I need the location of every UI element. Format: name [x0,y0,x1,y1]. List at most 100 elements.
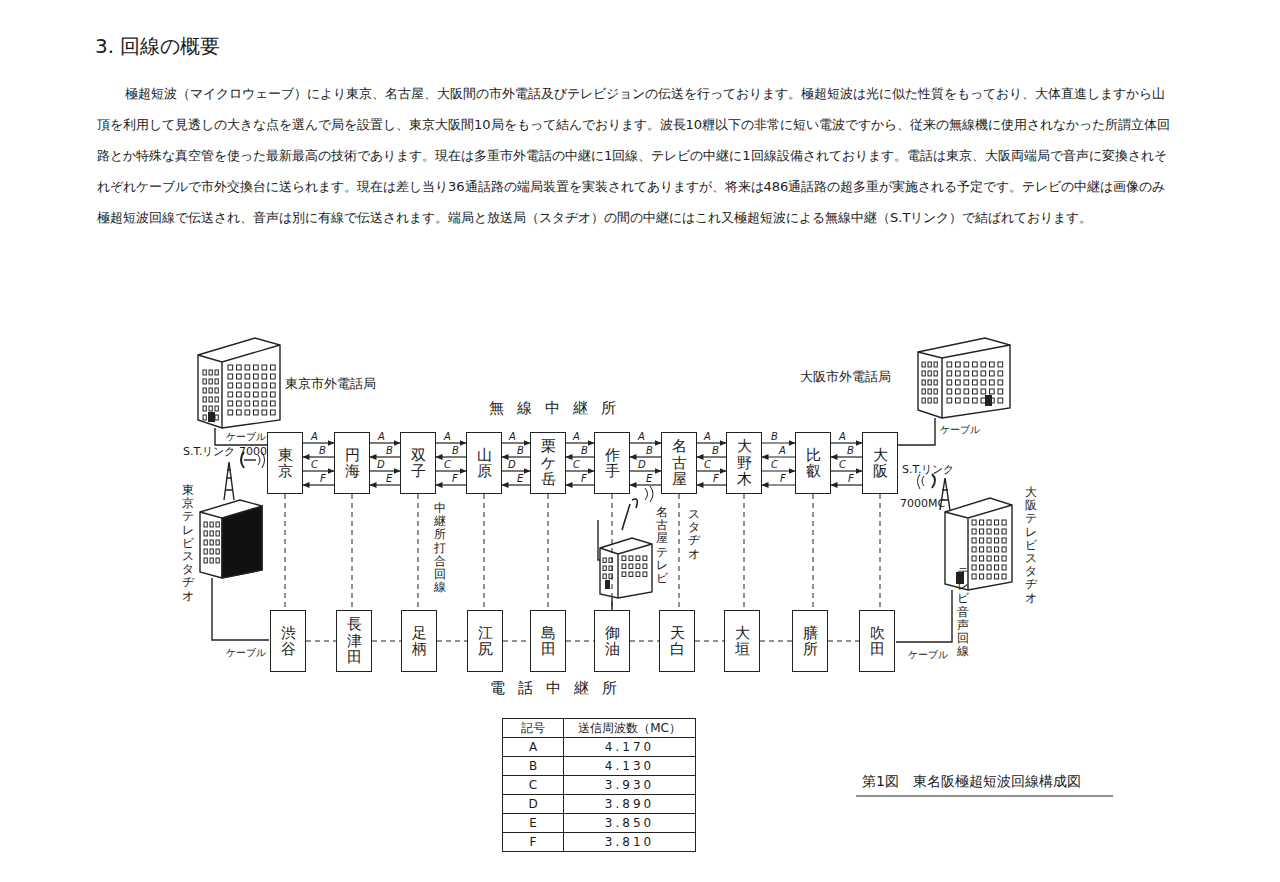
table-cell: 3.850 [563,813,696,833]
table-cell: 4.170 [563,737,696,757]
dashed-link [612,494,613,610]
signal-arrow [436,442,466,443]
dashed-link [760,641,792,642]
frequency-symbol: A [637,432,646,442]
table-cell: D [502,794,564,814]
signal-arrow [436,484,466,485]
table-cell: B [502,756,564,776]
frequency-symbol: A [703,432,712,442]
table-text: 3.930 [605,778,654,792]
dashed-link [372,641,401,642]
station-name: 膳所 [803,625,818,658]
frequency-symbol: A [443,432,452,442]
signal-arrow [370,484,400,485]
frequency-symbol: B [645,446,654,456]
radio-relay-station: 東京 [267,432,303,494]
frequency-symbol: E [385,474,393,484]
table-text: 4.170 [605,740,654,754]
frequency-symbol: B [516,446,525,456]
diagram-label: ケーブル [940,423,980,437]
telephone-relay-station: 長津田 [336,610,372,672]
frequency-symbol: C [572,460,581,470]
frequency-symbol: E [516,474,524,484]
radio-relay-station: 大野木 [726,432,762,494]
diagram-label: 東京市外電話局 [285,375,376,393]
table-text: 3.810 [605,835,654,849]
frequency-symbol: B [846,446,855,456]
frequency-symbol: B [711,446,720,456]
station-name: 足柄 [412,625,427,658]
telephone-relay-station: 御油 [594,610,630,672]
dashed-link [418,494,419,610]
table-text: 3.890 [605,797,654,811]
station-name: 大垣 [735,625,750,658]
frequency-symbol: A [778,446,787,456]
dashed-link [306,641,336,642]
radio-relay-station: 名古屋 [661,432,697,494]
signal-arrow [370,470,400,471]
table-text: 送信周波数（MC） [578,720,681,737]
frequency-symbol: E [645,474,653,484]
vertical-text: 大阪テレビスタヂオ [1025,486,1037,605]
signal-arrow [697,484,726,485]
frequency-symbol: C [310,460,319,470]
diagram-label: 大阪市外電話局 [800,368,891,386]
dashed-link [744,494,745,610]
station-name: 大野木 [737,438,752,488]
frequency-symbol: A [377,432,386,442]
dashed-link [630,641,659,642]
frequency-symbol: D [376,460,386,470]
figure-caption: 第1図 東名阪極超短波回線構成図 [862,773,1081,791]
station-name: 天白 [670,625,685,658]
table-cell: E [502,813,564,833]
vertical-text: スタヂオ [688,508,700,561]
frequency-symbol: C [838,460,847,470]
table-cell: 3.930 [563,775,696,795]
signal-arrow [697,442,726,443]
section-title: 3. 回線の概要 [95,33,220,60]
signal-arrow [630,484,661,485]
station-name: 双子 [411,447,426,480]
frequency-symbol: F [847,474,855,484]
table-text: A [529,740,537,754]
station-name: 比叡 [806,447,821,480]
diagram-label: S.T.リンク [902,462,954,477]
station-name: 長津田 [347,616,362,666]
dashed-link [679,494,680,610]
signal-arrow [303,456,334,457]
signal-arrow [303,442,334,443]
vertical-text: テレビ音声回線 [957,566,969,658]
dashed-link [880,494,881,610]
signal-arrow [566,442,594,443]
frequency-symbol: C [703,460,712,470]
frequency-symbol: C [770,460,779,470]
signal-arrow [566,456,594,457]
frequency-symbol: A [572,432,581,442]
frequency-symbol: F [451,474,459,484]
station-name: 栗ケ岳 [541,438,556,488]
signal-arrow [762,470,795,471]
station-name: 島田 [541,625,556,658]
station-name: 東京 [278,447,293,480]
table-text: 4.130 [605,759,654,773]
frequency-symbol: F [779,474,787,484]
signal-arrow [762,456,795,457]
signal-arrow [630,456,661,457]
telephone-relay-station: 吹田 [859,610,895,672]
station-name: 江尻 [478,625,493,658]
signal-arrow [831,442,862,443]
table-text: 3.850 [605,816,654,830]
signal-arrow [697,456,726,457]
station-name: 大阪 [873,447,888,480]
signal-arrow [697,470,726,471]
telephone-relay-station: 膳所 [792,610,828,672]
signal-arrow [762,442,795,443]
station-name: 名古屋 [672,438,687,488]
signal-arrow [502,470,530,471]
frequency-symbol: F [319,474,327,484]
diagram-label: 電話中継所 [490,679,630,698]
frequency-symbol: B [770,432,779,442]
telephone-relay-station: 足柄 [401,610,437,672]
telephone-relay-station: 江尻 [467,610,503,672]
table-cell: 4.130 [563,756,696,776]
